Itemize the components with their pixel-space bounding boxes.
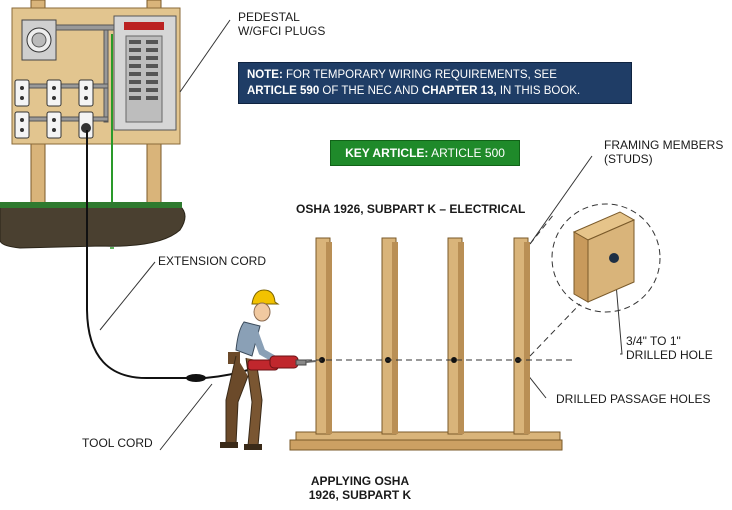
note-box: NOTE: FOR TEMPORARY WIRING REQUIREMENTS,… bbox=[238, 62, 632, 104]
figure-caption: APPLYING OSHA 1926, SUBPART K bbox=[300, 474, 420, 502]
detail-circle bbox=[551, 203, 661, 313]
stud-detail bbox=[572, 211, 636, 303]
hole-size-line1: 3/4" TO 1" bbox=[626, 334, 681, 348]
note-prefix: NOTE: bbox=[247, 69, 283, 81]
drill-icon bbox=[247, 355, 317, 371]
extension-cord-label: EXTENSION CORD bbox=[158, 254, 267, 268]
stud bbox=[315, 237, 332, 435]
ground-earth bbox=[0, 205, 186, 249]
key-article-value: ARTICLE 500 bbox=[428, 146, 505, 160]
framing-label: FRAMING MEMBERS (STUDS) bbox=[604, 138, 723, 166]
pedestal-label: PEDESTAL W/GFCI PLUGS bbox=[238, 10, 325, 38]
pedestal-post-right bbox=[146, 139, 162, 209]
osha-heading: OSHA 1926, SUBPART K – ELECTRICAL bbox=[296, 202, 526, 216]
hole-size-line2: DRILLED HOLE bbox=[626, 348, 713, 362]
note-text1: FOR TEMPORARY WIRING REQUIREMENTS, SEE bbox=[282, 69, 557, 81]
note-text3: IN THIS BOOK. bbox=[496, 85, 581, 97]
pedestal-label-line2: W/GFCI PLUGS bbox=[238, 24, 326, 38]
pedestal bbox=[11, 0, 181, 249]
stud bbox=[381, 237, 398, 435]
extension-cord bbox=[86, 130, 205, 380]
worker bbox=[220, 289, 317, 450]
pedestal-post-left bbox=[30, 139, 46, 209]
note-chapter: CHAPTER 13, bbox=[421, 85, 497, 97]
note-article: ARTICLE 590 bbox=[247, 85, 320, 97]
note-text2: OF THE NEC AND bbox=[319, 85, 422, 97]
key-article-box: KEY ARTICLE: ARTICLE 500 bbox=[330, 140, 520, 166]
framing-label-line2: (STUDS) bbox=[604, 152, 653, 166]
wall-framing bbox=[289, 237, 572, 451]
hole-size-label: 3/4" TO 1" DRILLED HOLE bbox=[626, 334, 713, 362]
key-article-prefix: KEY ARTICLE: bbox=[345, 146, 429, 160]
caption-line1: APPLYING OSHA bbox=[310, 474, 410, 488]
caption-line2: 1926, SUBPART K bbox=[308, 488, 412, 502]
ground-grass bbox=[0, 202, 182, 208]
stud bbox=[447, 237, 464, 435]
tool-cord-label: TOOL CORD bbox=[82, 436, 153, 450]
framing-label-line1: FRAMING MEMBERS bbox=[604, 138, 724, 152]
pedestal-label-line1: PEDESTAL bbox=[238, 10, 300, 24]
stud bbox=[513, 237, 530, 435]
drilled-passage-holes-label: DRILLED PASSAGE HOLES bbox=[556, 392, 711, 406]
hardhat-icon bbox=[251, 289, 280, 305]
